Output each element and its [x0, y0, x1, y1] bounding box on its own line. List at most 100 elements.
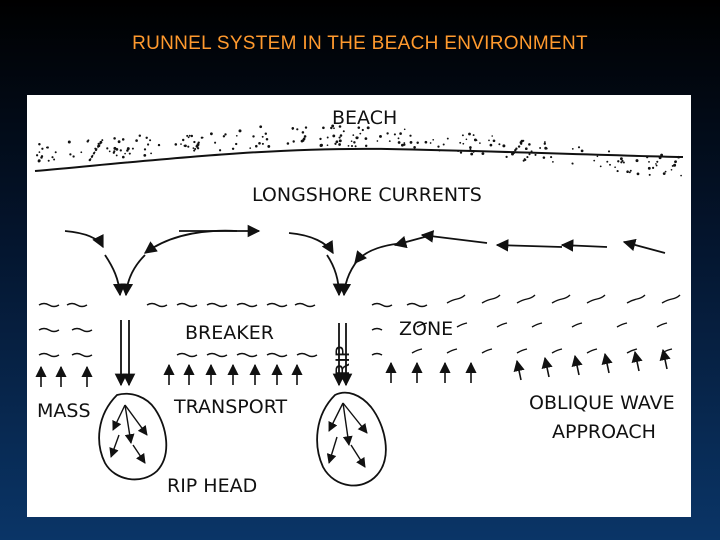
sand-dot	[183, 144, 186, 147]
sand-dot	[304, 126, 308, 129]
sand-dot	[149, 139, 152, 142]
sand-dot	[544, 141, 546, 143]
sand-dot	[45, 146, 48, 149]
sand-dot	[403, 142, 406, 144]
rip-head-left	[98, 392, 168, 481]
sand-dot	[522, 159, 525, 162]
runnel-diagram: BEACH LONGSHORE CURRENTS	[27, 95, 691, 517]
sand-dot	[121, 155, 125, 159]
sand-dot	[662, 172, 666, 175]
sand-dot	[252, 135, 255, 138]
sand-dot	[361, 128, 364, 132]
sand-dot	[446, 137, 449, 140]
sand-dot	[210, 132, 213, 136]
sand-dot	[265, 137, 269, 141]
sand-dot	[95, 148, 98, 150]
sand-dot	[635, 159, 639, 163]
sand-dot	[648, 161, 650, 163]
sand-dot	[534, 153, 537, 156]
sand-dot	[469, 148, 472, 151]
sand-dot	[150, 152, 153, 155]
sand-dot	[488, 139, 490, 142]
mass-transport-arrows	[35, 348, 671, 387]
sand-dot	[131, 147, 134, 150]
sand-dot	[214, 141, 217, 144]
sand-dot	[255, 144, 258, 148]
sand-dot	[196, 143, 200, 147]
sand-dot	[677, 155, 680, 159]
diagram-canvas: BEACH LONGSHORE CURRENTS	[34, 107, 684, 497]
sand-dot	[505, 155, 508, 159]
sand-dot	[530, 150, 533, 153]
sand-dot	[249, 147, 252, 149]
sand-dot	[192, 147, 195, 149]
sand-dot	[331, 124, 335, 128]
label-beach: BEACH	[332, 107, 397, 129]
sand-dot	[326, 136, 329, 139]
sand-dot	[636, 172, 640, 176]
sand-dot	[190, 134, 194, 138]
sand-dot	[196, 147, 200, 150]
sand-dot	[492, 139, 496, 143]
sand-dot	[614, 166, 616, 169]
sand-dot	[571, 162, 574, 165]
sand-dot	[437, 145, 440, 148]
sand-dot	[462, 142, 465, 145]
sand-dot	[339, 134, 343, 137]
sand-dot	[473, 138, 477, 142]
sand-dot	[489, 143, 493, 147]
sand-dot	[115, 154, 118, 157]
sand-dot	[609, 163, 611, 166]
sand-dot	[429, 142, 432, 144]
sand-dot	[619, 157, 623, 161]
sand-dot	[664, 170, 667, 173]
label-breaker: BREAKER	[185, 322, 274, 344]
sand-dot	[91, 154, 94, 157]
sand-dot	[393, 133, 396, 136]
sand-dot	[38, 142, 41, 146]
sand-dot	[607, 150, 611, 153]
sand-dot	[517, 145, 521, 148]
sand-dot	[401, 143, 404, 147]
sand-dot	[97, 144, 101, 148]
sand-dot	[512, 151, 516, 155]
sand-dot	[145, 136, 148, 139]
sand-dot	[67, 140, 71, 144]
sand-dot	[651, 166, 655, 170]
sand-dot	[235, 134, 238, 137]
sand-dot	[658, 156, 662, 160]
sand-dot	[181, 138, 185, 142]
sand-dot	[364, 137, 368, 140]
label-transport: TRANSPORT	[173, 396, 288, 418]
sand-dot	[577, 146, 581, 149]
sand-dot	[264, 132, 267, 135]
sand-dot	[143, 154, 147, 157]
sand-dot	[680, 174, 682, 177]
sand-dot	[338, 136, 341, 139]
sand-dot	[593, 159, 596, 162]
sand-dot	[80, 151, 83, 154]
sand-dot	[338, 125, 342, 128]
label-oblique-wave: OBLIQUE WAVE	[529, 392, 675, 414]
sand-dot	[357, 126, 361, 129]
sand-dot	[596, 155, 599, 158]
sand-dot	[366, 126, 370, 130]
sand-dot	[143, 148, 147, 151]
label-mass: MASS	[37, 400, 91, 422]
sand-texture	[35, 124, 682, 177]
sand-dot	[528, 153, 531, 156]
sand-dot	[333, 127, 335, 130]
sand-dot	[101, 139, 104, 142]
sand-dot	[647, 166, 651, 170]
sand-dot	[571, 148, 574, 150]
sand-dot	[301, 131, 305, 134]
sand-dot	[303, 135, 307, 138]
sand-dot	[338, 143, 341, 146]
sand-dot	[347, 145, 350, 147]
sand-dot	[352, 134, 355, 136]
sand-dot	[126, 149, 129, 152]
sand-dot	[409, 141, 413, 144]
label-longshore-currents: LONGSHORE CURRENTS	[252, 184, 482, 206]
sand-dot	[187, 136, 190, 139]
slide-title: RUNNEL SYSTEM IN THE BEACH ENVIRONMENT	[132, 33, 588, 54]
